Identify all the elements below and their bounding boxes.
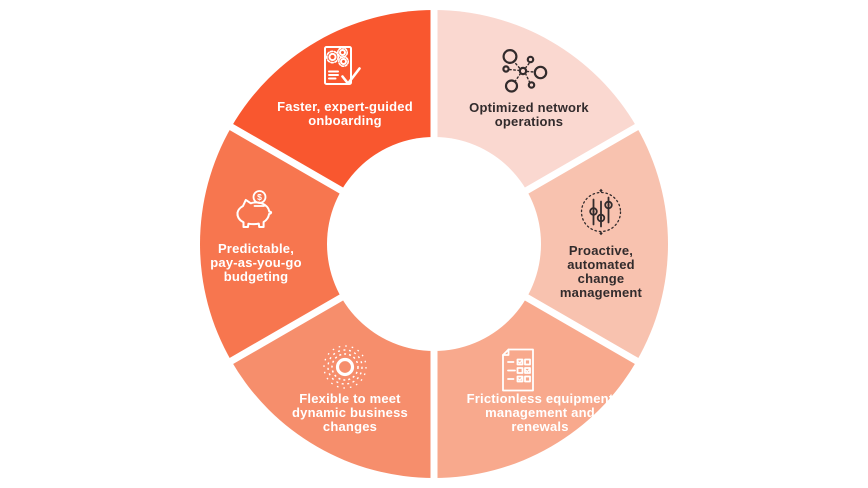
piggy-bank-coin-icon: $ [236,190,273,228]
segment-label-optimized-network: Optimized network operations [469,100,589,129]
segment-label-faster-onboarding: Faster, expert-guided onboarding [277,99,413,128]
sliders-icon [580,188,622,236]
segment-label-flexible-changes: Flexible to meet dynamic business change… [292,391,408,434]
segment-label-frictionless-equipment: Frictionless equipment management and re… [466,391,614,434]
segment-predictable-budgeting [199,127,434,361]
concentric-circles-icon [323,345,367,389]
donut-hole [327,137,541,351]
checklist-document-icon [502,348,534,392]
coin-dollar-symbol: $ [257,192,262,202]
segment-label-proactive-change: Proactive, automated change management [559,243,643,300]
document-gears-checkmark-icon [324,46,361,85]
segment-proactive-change [434,127,669,361]
network-nodes-icon [502,48,548,93]
segment-label-predictable-budgeting: Predictable, pay-as-you-go budgeting [210,241,302,284]
